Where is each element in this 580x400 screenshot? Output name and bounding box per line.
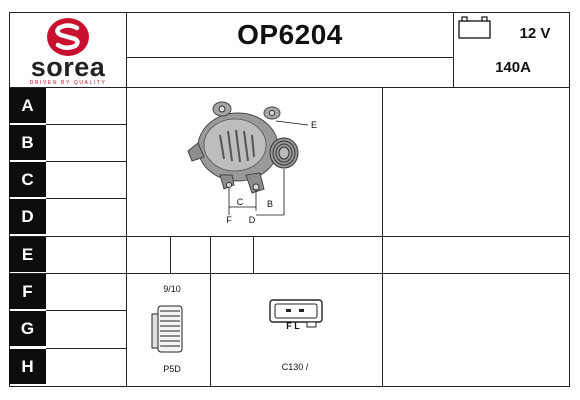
- dim-label-f: F: [226, 215, 232, 225]
- row-label-d: D: [9, 199, 46, 234]
- row-label-c: C: [9, 162, 46, 197]
- row-divider-bc: [46, 161, 126, 162]
- row-divider-ab: [46, 124, 126, 125]
- row-divider-gh: [46, 348, 126, 349]
- alternator-image: [187, 101, 309, 216]
- brand-name: sorea: [30, 51, 106, 82]
- brand-tagline: DRIVEN BY QUALITY: [29, 79, 107, 86]
- divider-e-3: [253, 236, 254, 273]
- dim-label-c: C: [236, 197, 244, 207]
- pulley-grooves: 9/10: [163, 284, 181, 294]
- row-divider-de: [9, 236, 570, 237]
- product-code: OP6204: [237, 19, 343, 50]
- divider-e-2: [210, 236, 211, 387]
- divider-header-bottom: [9, 87, 570, 88]
- amperage-value: 140A: [495, 58, 531, 76]
- connector-icon: [269, 299, 323, 328]
- connector-pins: F L: [286, 321, 300, 331]
- row-label-f: F: [9, 274, 46, 309]
- row-label-h: H: [9, 349, 46, 384]
- dim-label-b: B: [266, 199, 273, 209]
- sorea-logo-icon: [47, 18, 89, 56]
- brand-logo: sorea DRIVEN BY QUALITY: [10, 13, 126, 87]
- voltage-value: 12 V: [519, 24, 551, 42]
- dim-label-d: D: [248, 215, 256, 225]
- row-label-b: B: [9, 125, 46, 160]
- row-divider-cd: [46, 198, 126, 199]
- frame-right: [569, 12, 570, 387]
- row-label-e: E: [9, 237, 46, 272]
- connector-code: C130 /: [281, 362, 309, 372]
- divider-header-code: [126, 57, 453, 58]
- divider-header-spec: [453, 12, 454, 87]
- row-label-a: A: [9, 88, 46, 123]
- pulley-icon: [151, 305, 183, 353]
- divider-e-1: [170, 236, 171, 273]
- dim-label-e: E: [310, 120, 317, 130]
- frame-top: [9, 12, 570, 13]
- frame-bottom: [9, 386, 570, 387]
- battery-icon: [458, 16, 491, 39]
- divider-col1: [126, 12, 127, 387]
- pulley-type: P5D: [163, 364, 181, 374]
- row-divider-fg: [46, 310, 126, 311]
- divider-image-right: [382, 87, 383, 387]
- row-label-g: G: [9, 311, 46, 346]
- row-divider-ef: [9, 273, 570, 274]
